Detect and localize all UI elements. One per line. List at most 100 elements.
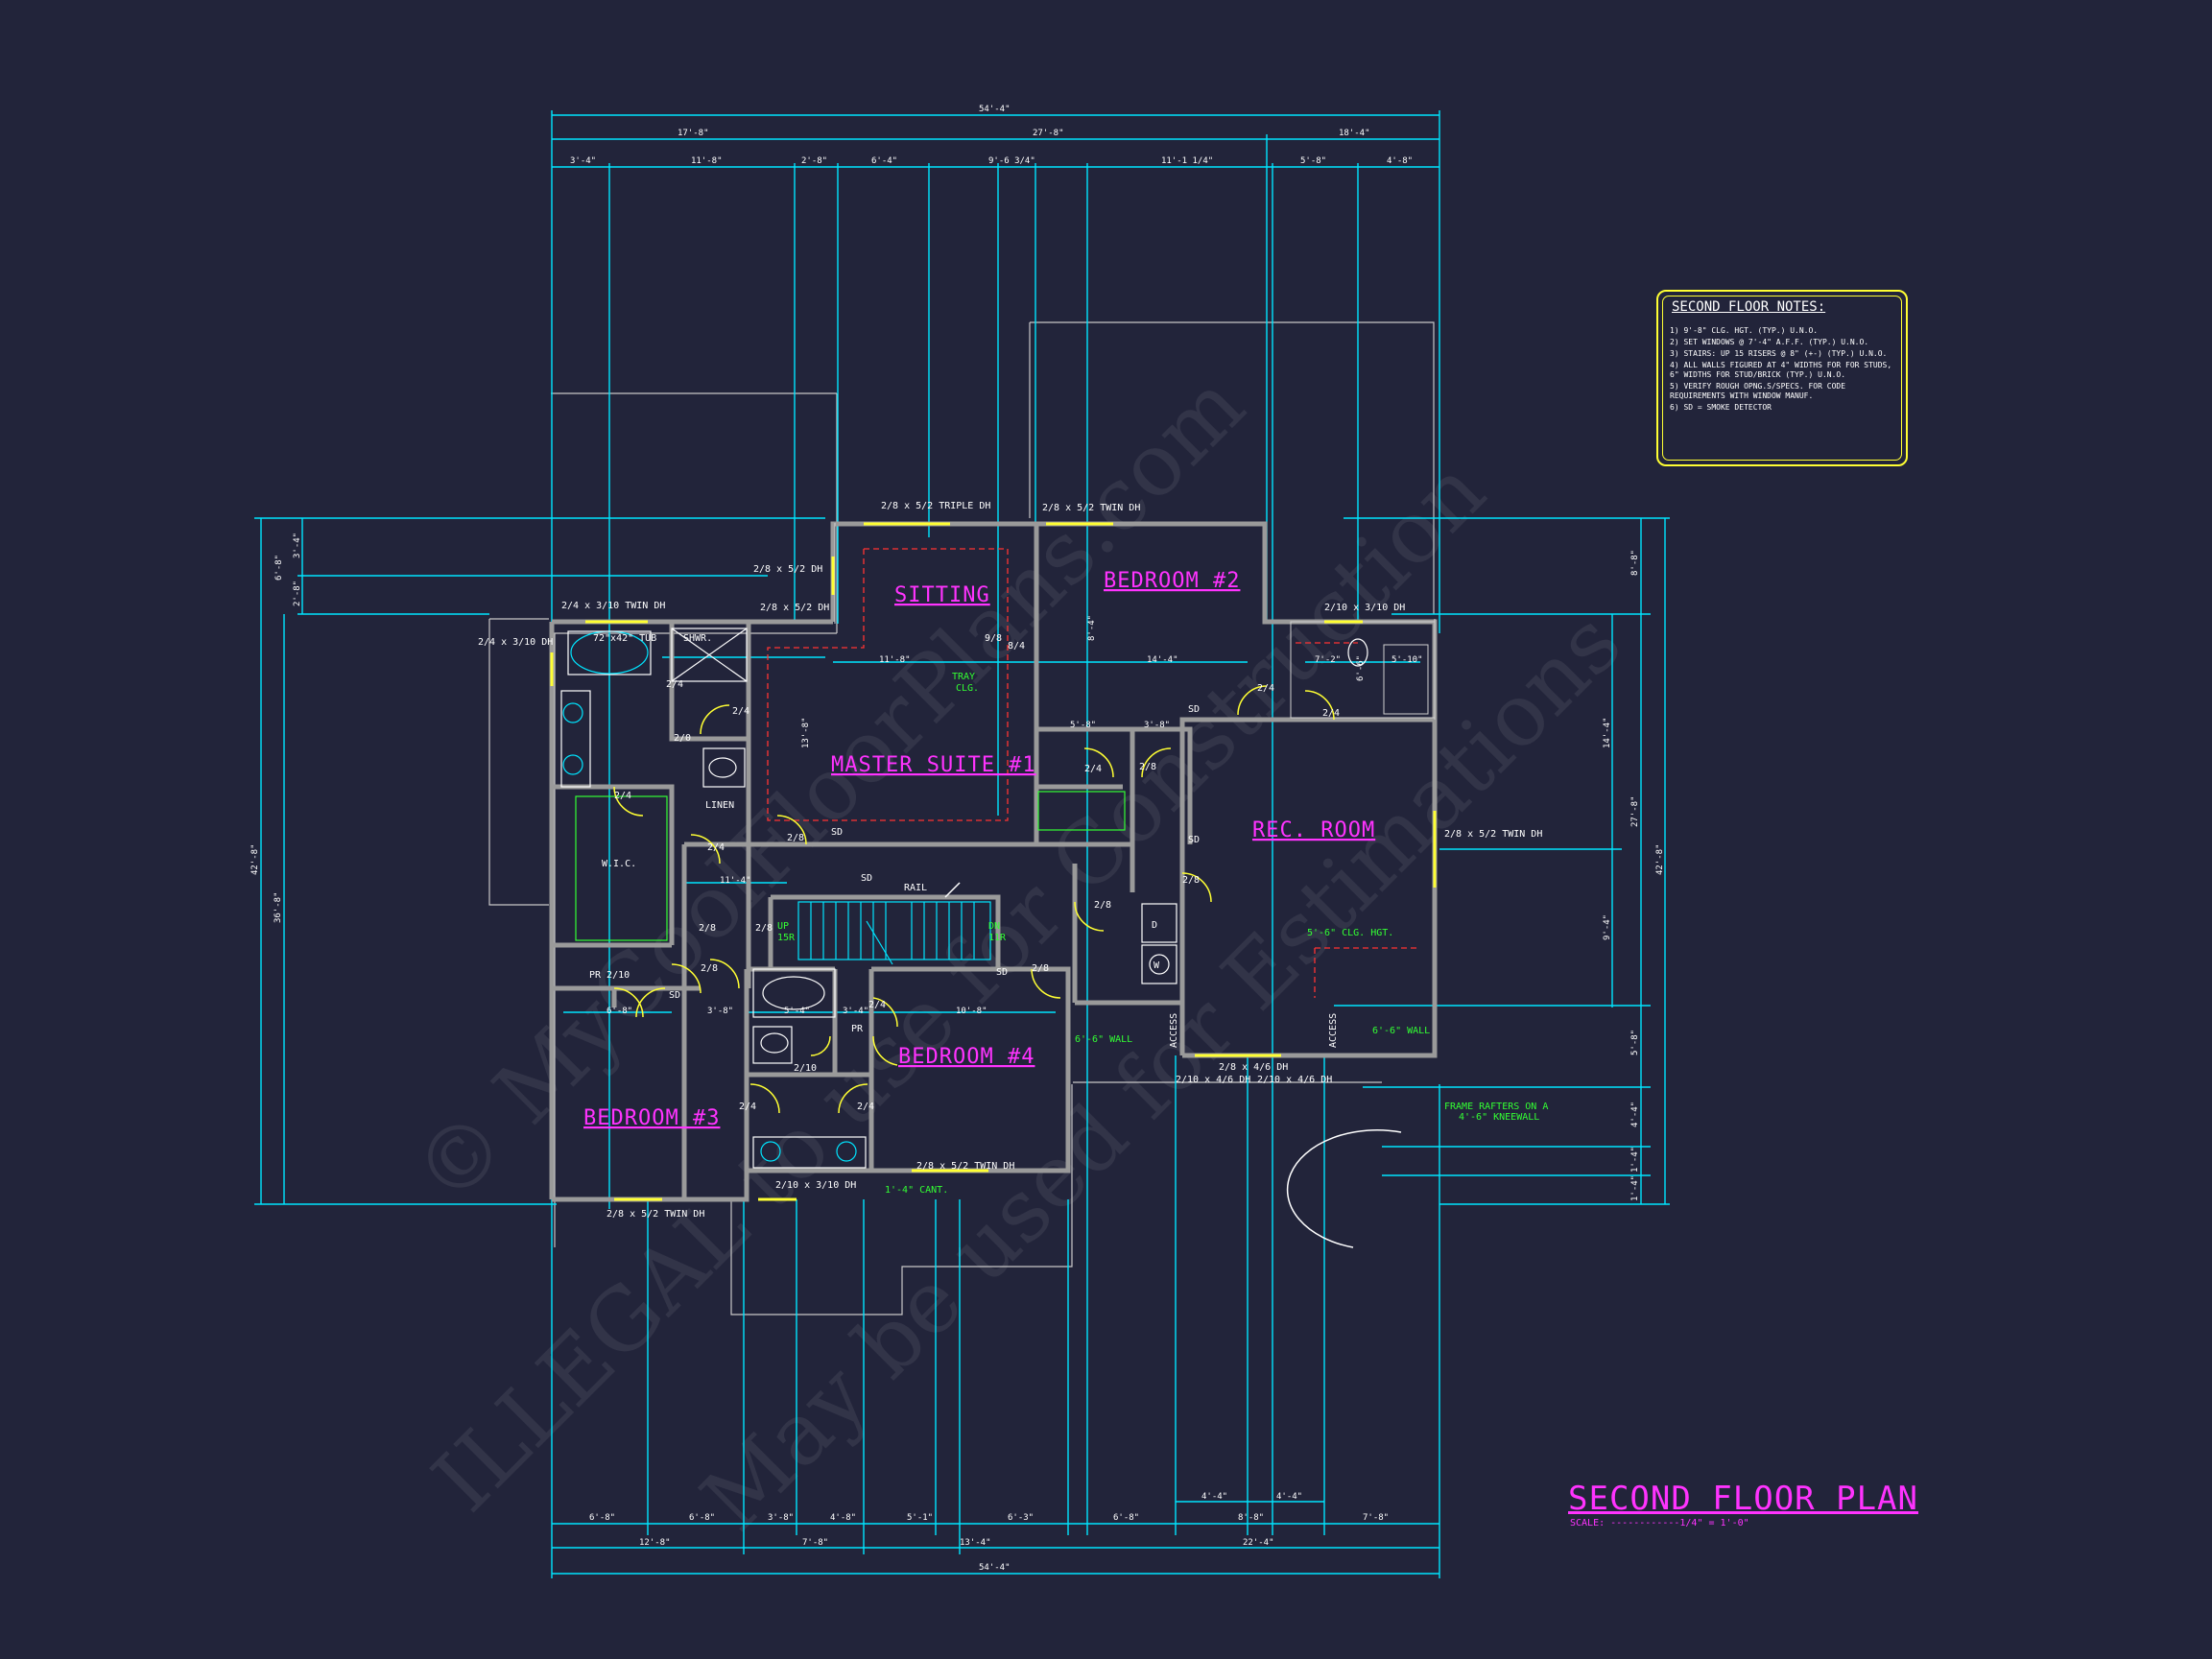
- door-label: 2/0: [674, 733, 691, 744]
- door-label: 2/4: [666, 679, 683, 690]
- plan-scale: SCALE: ------------1/4" = 1'-0": [1570, 1518, 1749, 1529]
- dim-right: 27'-8": [1630, 795, 1640, 827]
- rafter-note: FRAME RAFTERS ON A: [1444, 1102, 1548, 1112]
- dim-top: 5'-8": [1300, 156, 1326, 166]
- washer-label: W: [1154, 960, 1160, 971]
- dim-bottom: 6'-8": [1113, 1513, 1139, 1523]
- dim-bottom: 4'-4": [1276, 1492, 1302, 1502]
- dim-bottom-total: 54'-4": [979, 1563, 1011, 1573]
- wic-label: W.I.C.: [602, 859, 636, 869]
- smoke-detector-label: SD: [861, 873, 872, 884]
- door-label: 2/8: [1094, 900, 1111, 911]
- room-label-bedroom3: BEDROOM #3: [583, 1106, 720, 1130]
- dim-top: 27'-8": [1033, 129, 1064, 138]
- door-label: 2/4: [732, 706, 749, 717]
- dim-right: 1'-4": [1630, 1147, 1640, 1173]
- smoke-detector-label: SD: [996, 967, 1008, 978]
- window-label: 2/10 x 3/10 DH: [775, 1180, 856, 1191]
- smoke-detector-label: SD: [669, 990, 680, 1001]
- dim-interior: 3'-4": [843, 1007, 868, 1016]
- door-label: 2/4: [1084, 764, 1102, 774]
- tray-ceiling-label: 9/8: [985, 633, 1002, 644]
- door-label: 2/8: [1032, 963, 1049, 974]
- kneewall-note: 6'-6" WALL: [1075, 1034, 1132, 1045]
- window-label: 2/4 x 3/10 TWIN DH: [561, 601, 665, 611]
- door-label: 2/4: [739, 1102, 756, 1112]
- dim-left: 6'-8": [274, 555, 284, 581]
- dim-bottom: 4'-4": [1201, 1492, 1227, 1502]
- window-label: 2/8 x 5/2 TWIN DH: [916, 1161, 1014, 1172]
- dim-top: 18'-4": [1339, 129, 1370, 138]
- watermark: © MyCoolFloorPlans.com ILLEGAL to use fo…: [394, 355, 1640, 1551]
- window-label: 2/8 x 5/2 TWIN DH: [1042, 503, 1140, 513]
- dim-interior: 11'-8": [879, 655, 911, 665]
- dim-interior: 5'-10": [1391, 655, 1423, 665]
- dim-right: 14'-4": [1603, 717, 1612, 748]
- dim-top: 3'-4": [570, 156, 596, 166]
- dim-bottom: 12'-8": [639, 1538, 671, 1548]
- stair-up-risers: 15R: [777, 933, 796, 943]
- dim-bottom: 6'-8": [689, 1513, 715, 1523]
- notes-panel: SECOND FLOOR NOTES: 1) 9'-8" CLG. HGT. (…: [1656, 290, 1908, 466]
- dim-interior: 8'-4": [1087, 615, 1097, 641]
- door-label: 2/8: [701, 963, 718, 974]
- door-label: 2/4: [857, 1102, 874, 1112]
- dim-right: 9'-4": [1603, 914, 1612, 940]
- powder-room-label: PR 2/10: [589, 970, 630, 981]
- window-label: 2/8 x 5/2 DH: [753, 564, 822, 575]
- dim-top: 11'-1 1/4": [1161, 156, 1213, 166]
- tub-label: 72"x42" TUB: [593, 633, 656, 644]
- door-swings: [613, 685, 1402, 1248]
- room-label-master: MASTER SUITE #1: [831, 753, 1036, 777]
- dim-top: 4'-8": [1387, 156, 1413, 166]
- ceiling-height-note: 5'-6" CLG. HGT.: [1307, 928, 1393, 938]
- door-label: 2/8: [755, 923, 773, 934]
- stair-up-label: UP: [777, 921, 789, 932]
- door-label: 2/8: [787, 833, 804, 843]
- dim-bottom: 7'-8": [1363, 1513, 1389, 1523]
- notes-list: 1) 9'-8" CLG. HGT. (TYP.) U.N.O. 2) SET …: [1670, 326, 1896, 415]
- dim-left: 2'-8": [293, 581, 302, 606]
- dim-top: 9'-6 3/4": [988, 156, 1035, 166]
- dim-bottom: 7'-8": [802, 1538, 828, 1548]
- powder-room-label: PR: [851, 1024, 864, 1034]
- tray-ceiling-label: 8/4: [1008, 641, 1025, 652]
- window-label: 2/8 x 5/2 DH: [760, 603, 829, 613]
- dryer-label: D: [1152, 920, 1157, 931]
- dim-left: 36'-8": [274, 891, 283, 923]
- window-label: 2/8 x 5/2 TWIN DH: [607, 1209, 704, 1220]
- dim-top: 17'-8": [678, 129, 709, 138]
- dim-interior: 6'-8": [607, 1007, 632, 1016]
- dim-interior: 5'-4": [784, 1007, 810, 1016]
- note-item: 4) ALL WALLS FIGURED AT 4" WIDTHS FOR FO…: [1670, 361, 1892, 379]
- lower-floor-outline: [488, 321, 1435, 1315]
- dim-interior: 10'-8": [956, 1007, 987, 1016]
- cantilever-note: 1'-4" CANT.: [885, 1185, 948, 1196]
- dim-bottom: 6'-3": [1008, 1513, 1034, 1523]
- smoke-detector-label: SD: [1188, 704, 1200, 715]
- dim-bottom: 22'-4": [1243, 1538, 1274, 1548]
- shower-label: SHWR.: [683, 633, 712, 644]
- dim-right: 8'-8": [1630, 550, 1640, 576]
- note-item: 3) STAIRS: UP 15 RISERS @ 8" (+-) (TYP.)…: [1670, 349, 1888, 358]
- door-label: 2/8: [699, 923, 716, 934]
- note-item: 6) SD = SMOKE DETECTOR: [1670, 403, 1772, 412]
- fixtures: [560, 628, 1368, 1169]
- stair-down-risers: 11R: [988, 933, 1007, 943]
- kneewall-note: 6'-6" WALL: [1372, 1026, 1430, 1036]
- window-label: 2/4 x 3/10 DH: [478, 637, 553, 648]
- tray-ceiling-label: CLG.: [956, 683, 979, 694]
- dim-right: 42'-8": [1655, 843, 1665, 875]
- window-label: 2/8 x 5/2 TWIN DH: [1444, 829, 1542, 840]
- window-label: 2/8 x 4/6 DH: [1219, 1062, 1288, 1073]
- note-item: 1) 9'-8" CLG. HGT. (TYP.) U.N.O.: [1670, 326, 1819, 335]
- dim-bottom: 13'-4": [960, 1538, 991, 1548]
- dim-top: 6'-4": [871, 156, 897, 166]
- dim-bottom: 8'-8": [1238, 1513, 1264, 1523]
- notes-title: SECOND FLOOR NOTES:: [1672, 299, 1826, 315]
- dim-interior: 14'-4": [1147, 655, 1178, 665]
- access-label: ACCESS: [1169, 1013, 1179, 1048]
- window-label: 2/10 x 3/10 DH: [1324, 603, 1405, 613]
- dimension-text: 54'-4" 17'-8" 27'-8" 18'-4" 3'-4" 11'-8"…: [250, 105, 1665, 1573]
- dim-interior: 6'-6": [1356, 655, 1366, 681]
